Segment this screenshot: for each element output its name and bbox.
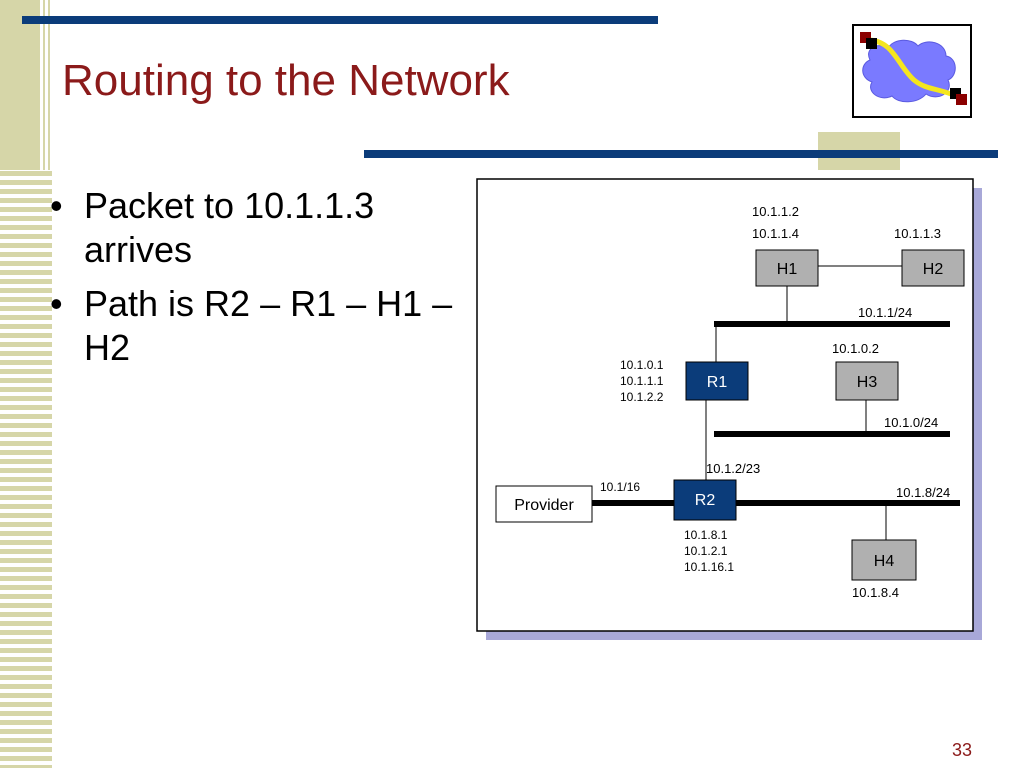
router-r1: R1 [685, 361, 749, 401]
r1-address-3: 10.1.2.2 [620, 390, 664, 404]
h1-address-2: 10.1.1.4 [752, 226, 799, 241]
bottom-rule [364, 150, 998, 158]
host-h1-label: H1 [777, 261, 798, 278]
r2-address-1: 10.1.8.1 [684, 528, 728, 542]
network-bus-10-1-0 [714, 431, 950, 437]
h2-address: 10.1.1.3 [894, 226, 941, 241]
network-cloud-icon [852, 24, 972, 118]
host-h4: H4 [851, 539, 917, 581]
left-stripe-block [0, 0, 40, 170]
h3-address: 10.1.0.2 [832, 341, 879, 356]
r2-address-3: 10.1.16.1 [684, 560, 734, 574]
network-label-10-1-1: 10.1.1/24 [858, 305, 912, 320]
router-r2: R2 [673, 479, 737, 521]
left-stripe-vertical [40, 0, 52, 170]
network-label-10-1-0: 10.1.0/24 [884, 415, 938, 430]
network-label-10-1-2: 10.1.2/23 [706, 461, 760, 476]
page-title: Routing to the Network [62, 56, 510, 105]
router-r2-label: R2 [695, 492, 716, 509]
network-bus-10-1-1 [714, 321, 950, 327]
provider-label: Provider [514, 497, 574, 514]
host-h3: H3 [835, 361, 899, 401]
h4-address: 10.1.8.4 [852, 585, 899, 600]
host-h2-label: H2 [923, 261, 944, 278]
host-h1: H1 [755, 249, 819, 287]
bullet-list: Packet to 10.1.1.3 arrives Path is R2 – … [44, 184, 464, 380]
network-label-10-1-8: 10.1.8/24 [896, 485, 950, 500]
top-rule [22, 16, 658, 24]
network-label-provider: 10.1/16 [600, 480, 640, 494]
bullet-item: Packet to 10.1.1.3 arrives [44, 184, 464, 272]
r2-address-2: 10.1.2.1 [684, 544, 728, 558]
network-bus-10-1-8 [592, 500, 960, 506]
page-number: 33 [951, 740, 972, 760]
bullet-item: Path is R2 – R1 – H1 – H2 [44, 282, 464, 370]
router-r1-label: R1 [707, 374, 728, 391]
host-h2: H2 [901, 249, 965, 287]
network-diagram: H1 H2 R1 H3 R2 Provider H4 10.1.1.2 10.1… [476, 178, 982, 640]
r1-address-1: 10.1.0.1 [620, 358, 664, 372]
host-h3-label: H3 [857, 374, 878, 391]
host-h4-label: H4 [874, 553, 895, 570]
h1-address-1: 10.1.1.2 [752, 204, 799, 219]
r1-address-2: 10.1.1.1 [620, 374, 664, 388]
provider-node: Provider [495, 485, 593, 523]
